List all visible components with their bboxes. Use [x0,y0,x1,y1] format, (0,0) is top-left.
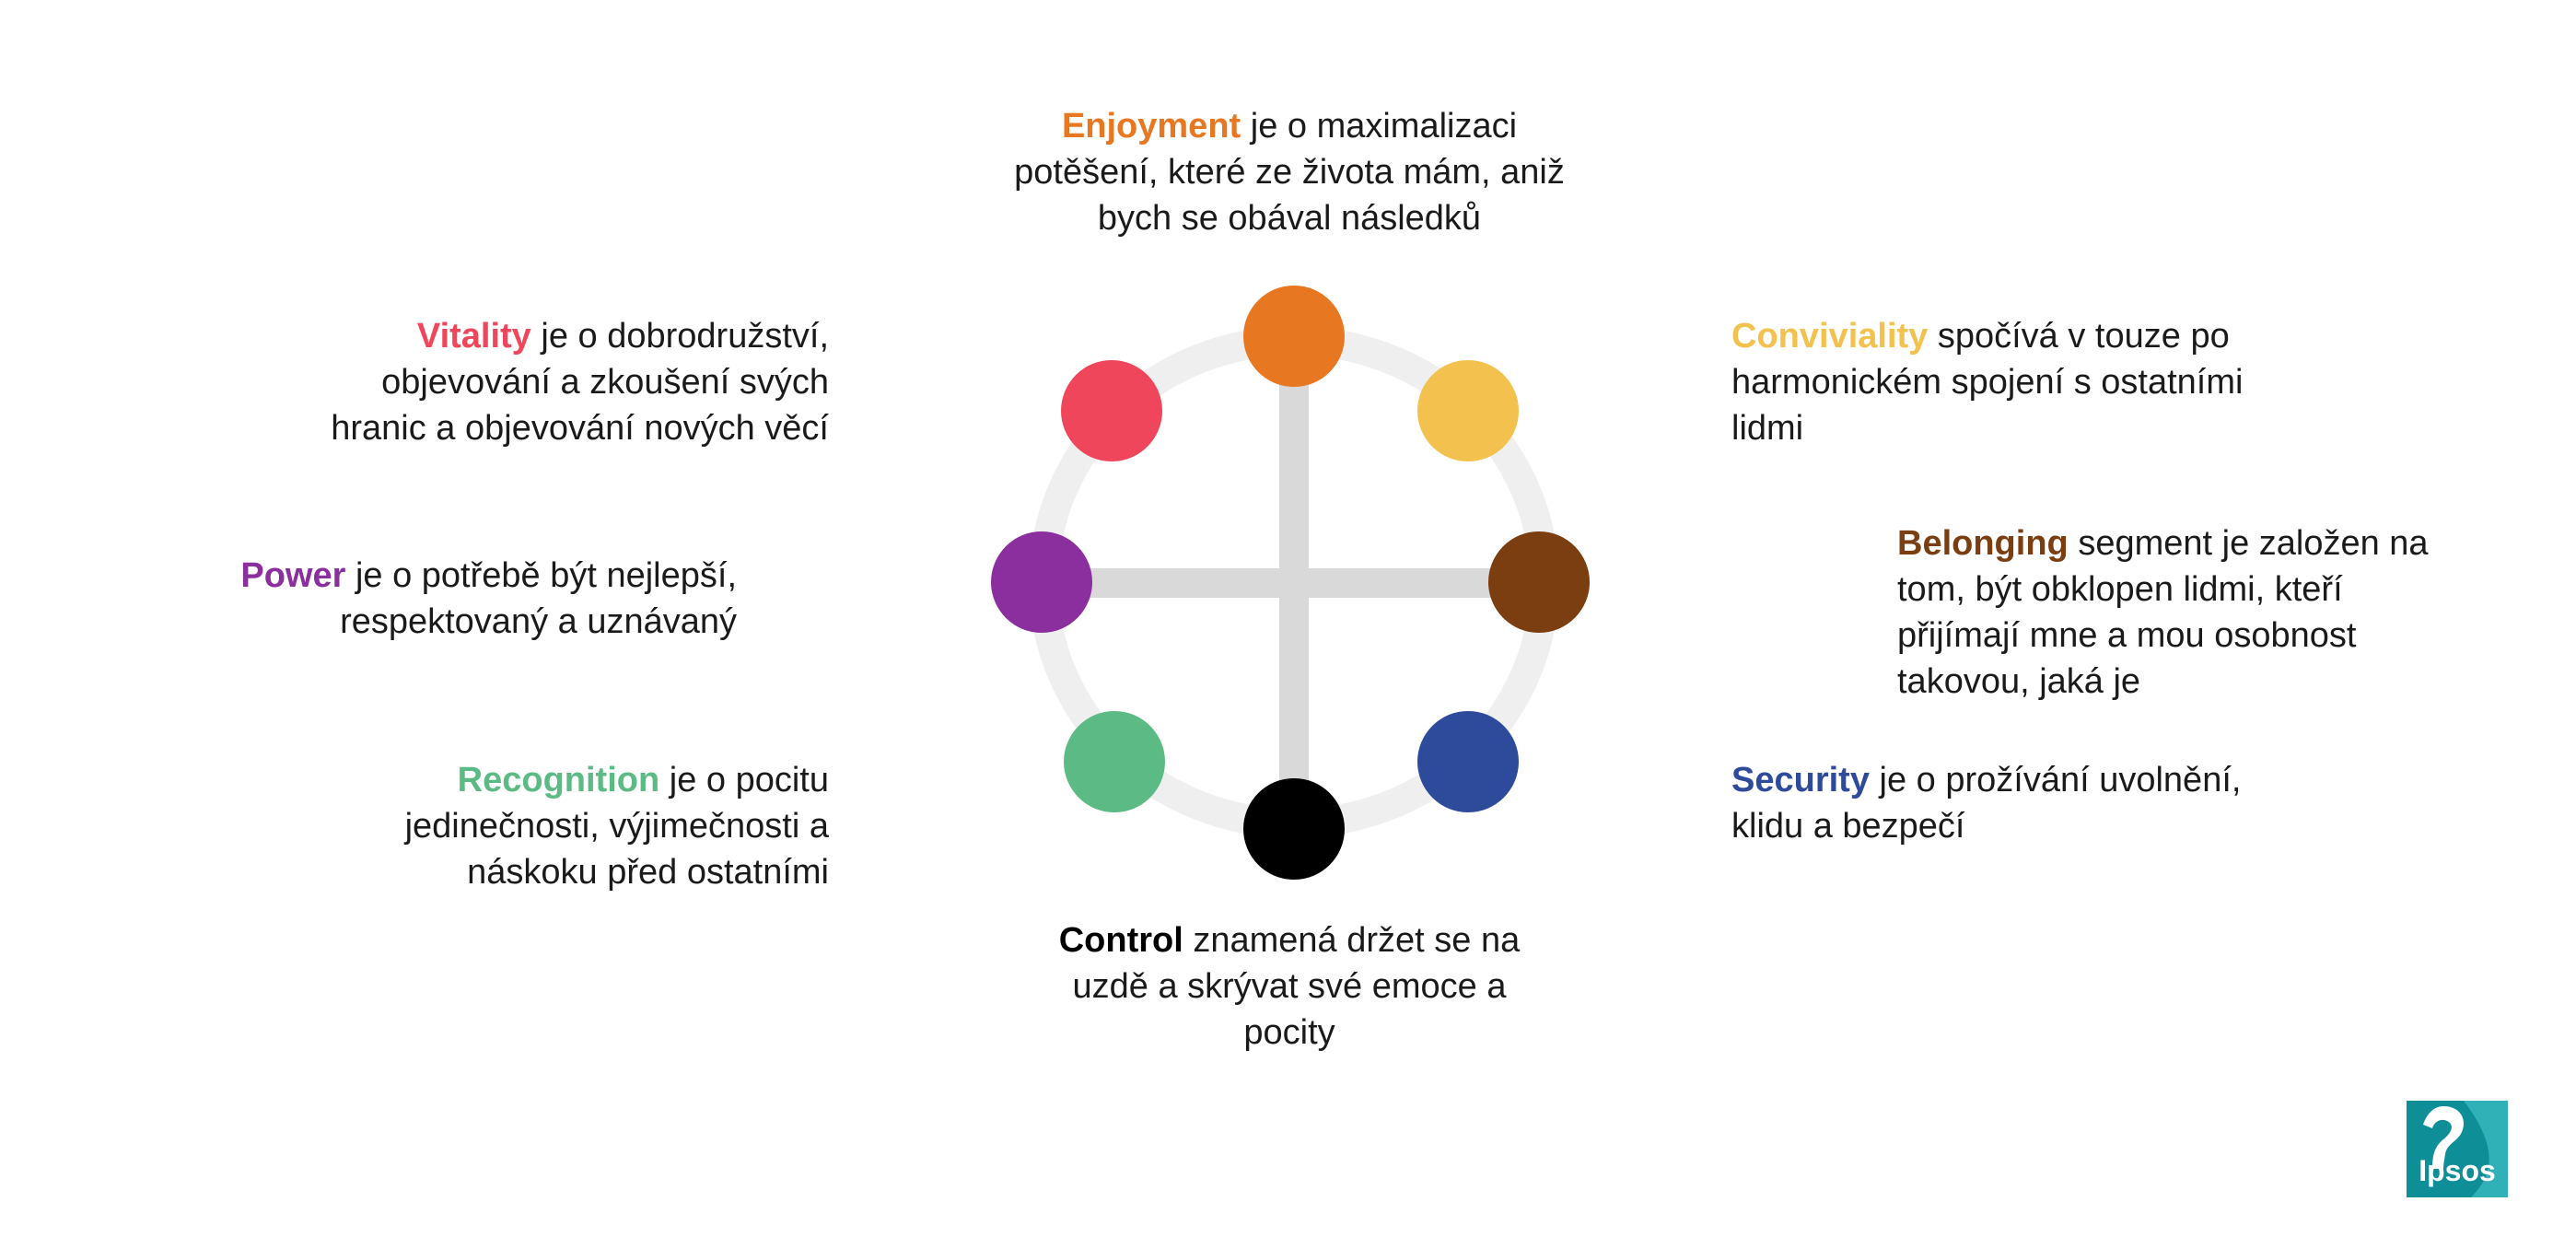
ipsos-logo-text: Ipsos [2419,1154,2496,1187]
power-label: Power je o potřebě být nejlepší, respekt… [92,553,737,645]
enjoyment-dot [1243,286,1345,387]
recognition-text-line-2: jedinečnosti, výjimečnosti a [404,807,829,846]
enjoyment-name: Enjoyment [1061,107,1241,146]
cross-horizontal-bar [1043,568,1544,598]
recognition-text-line-3: náskoku před ostatními [467,853,829,892]
vitality-name: Vitality [416,317,531,356]
recognition-dot [1064,711,1165,812]
belonging-name: Belonging [1897,524,2069,563]
security-dot [1417,711,1519,812]
conviviality-label: Conviviality spočívá v touze po harmonic… [1731,313,2395,451]
control-name: Control [1058,921,1183,960]
ipsos-logo: Ipsos [2407,1101,2508,1197]
vitality-text-line-3: hranic a objevování nových věcí [331,409,829,448]
vitality-label: Vitality je o dobrodružství, objevování … [166,313,829,451]
control-text-line-1: znamená držet se na [1183,921,1521,960]
security-label: Security je o prožívání uvolnění, klidu … [1731,757,2395,849]
conviviality-text-line-3: lidmi [1731,409,1804,448]
ipsos-logo-mark [2407,1101,2508,1197]
enjoyment-text-line-1: je o maximalizaci [1241,107,1518,146]
enjoyment-label: Enjoyment je o maximalizaci potěšení, kt… [958,103,1621,241]
belonging-text-line-3: přijímají mne a mou osobnost [1897,616,2357,655]
conviviality-dot [1417,360,1519,461]
conviviality-name: Conviviality [1731,317,1929,356]
recognition-label: Recognition je o pocitu jedinečnosti, vý… [166,757,829,895]
control-label: Control znamená držet se na uzdě a skrýv… [958,917,1621,1056]
vitality-text-line-1: je o dobrodružství, [530,317,829,356]
power-text-line-1: je o potřebě být nejlepší, [345,556,737,595]
enjoyment-text-line-2: potěšení, které ze života mám, aniž [1014,153,1565,192]
belonging-dot [1488,531,1590,633]
security-text-line-1: je o prožívání uvolnění, [1869,761,2242,799]
security-text-line-2: klidu a bezpečí [1731,807,1965,846]
vitality-text-line-2: objevování a zkoušení svých [381,363,829,402]
recognition-text-line-1: je o pocitu [659,761,829,799]
belonging-text-line-2: tom, být obklopen lidmi, kteří [1897,570,2343,609]
belonging-label: Belonging segment je založen na tom, být… [1897,520,2542,705]
vitality-dot [1061,360,1162,461]
recognition-name: Recognition [457,761,660,799]
control-text-line-2: uzdě a skrývat své emoce a [1072,967,1507,1006]
power-name: Power [240,556,346,595]
belonging-text-line-4: takovou, jaká je [1897,662,2141,701]
control-text-line-3: pocity [1243,1013,1335,1052]
power-text-line-2: respektovaný a uznávaný [340,602,737,641]
control-dot [1243,778,1345,880]
conviviality-text-line-1: spočívá v touze po [1928,317,2230,356]
enjoyment-text-line-3: bych se obával následků [1097,199,1482,238]
power-dot [991,531,1092,633]
conviviality-text-line-2: harmonickém spojení s ostatními [1731,363,2244,402]
belonging-text-line-1: segment je založen na [2068,524,2429,563]
security-name: Security [1731,761,1870,799]
